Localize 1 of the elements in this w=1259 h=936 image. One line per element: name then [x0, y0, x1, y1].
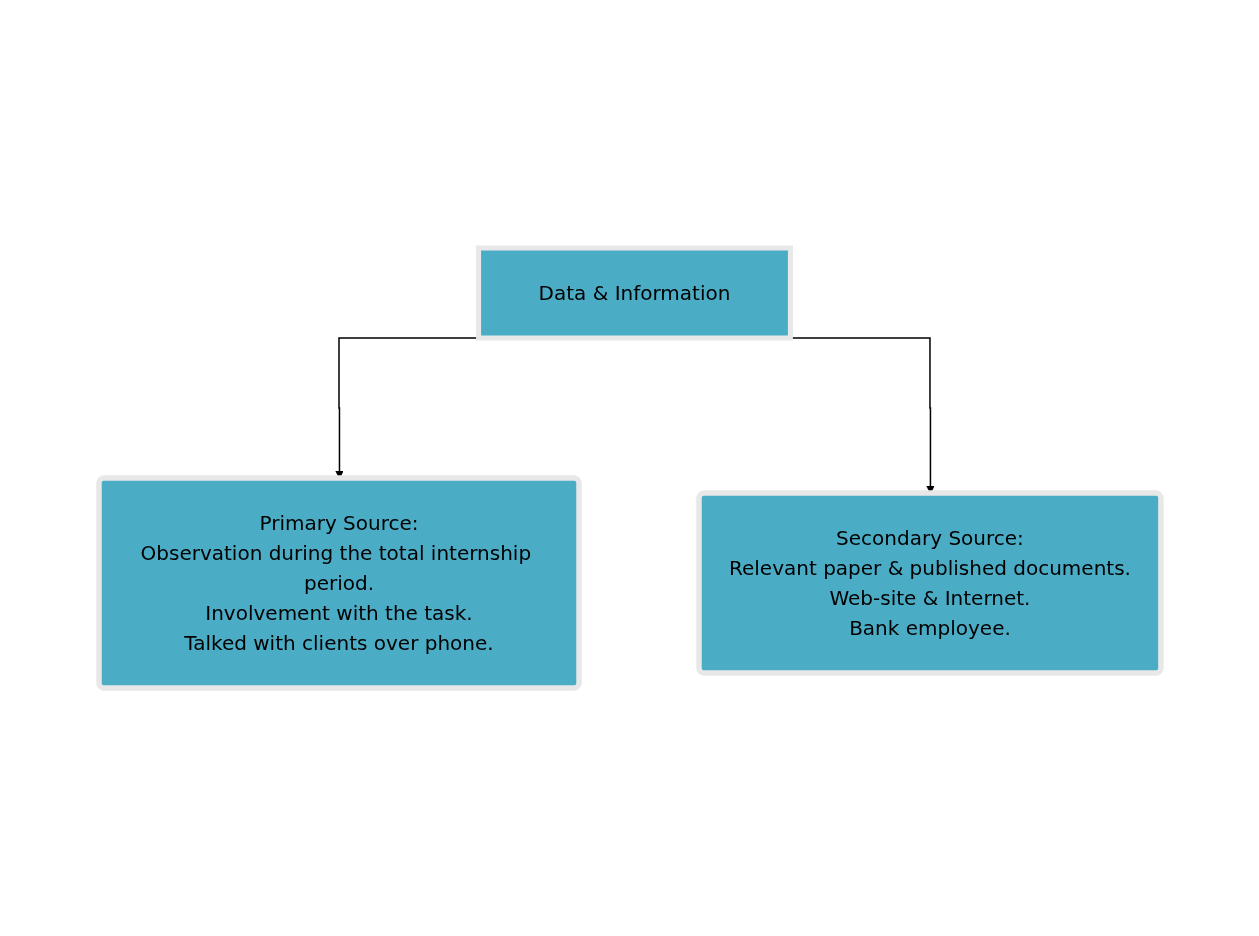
node-box: Data & Information — [475, 245, 793, 341]
